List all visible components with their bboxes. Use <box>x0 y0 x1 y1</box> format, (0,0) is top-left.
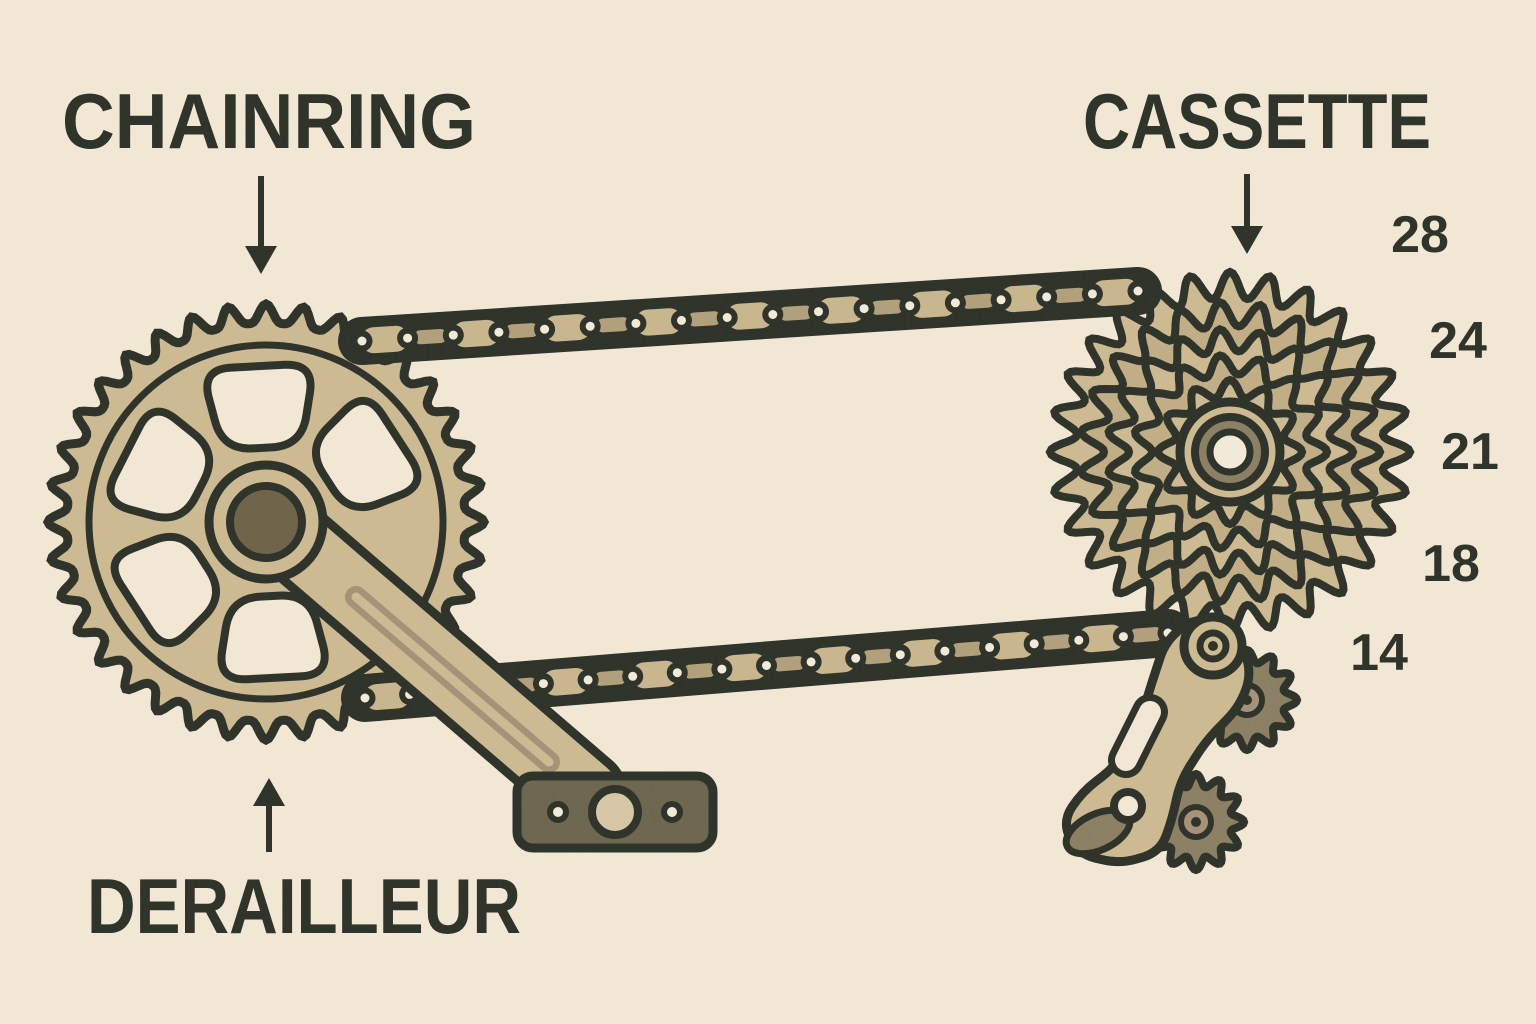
cassette-label: CASSETTE <box>1083 77 1431 165</box>
sprocket-teeth-label-24: 24 <box>1429 312 1487 370</box>
chainring-label: CHAINRING <box>62 77 476 165</box>
sprocket-teeth-label-28: 28 <box>1391 206 1449 264</box>
derailleur-label: DERAILLEUR <box>87 862 521 950</box>
pedal <box>512 771 718 853</box>
sprocket-teeth-label-18: 18 <box>1422 535 1480 593</box>
sprocket-teeth-label-21: 21 <box>1441 423 1499 481</box>
sprocket-teeth-label-14: 14 <box>1350 624 1408 682</box>
